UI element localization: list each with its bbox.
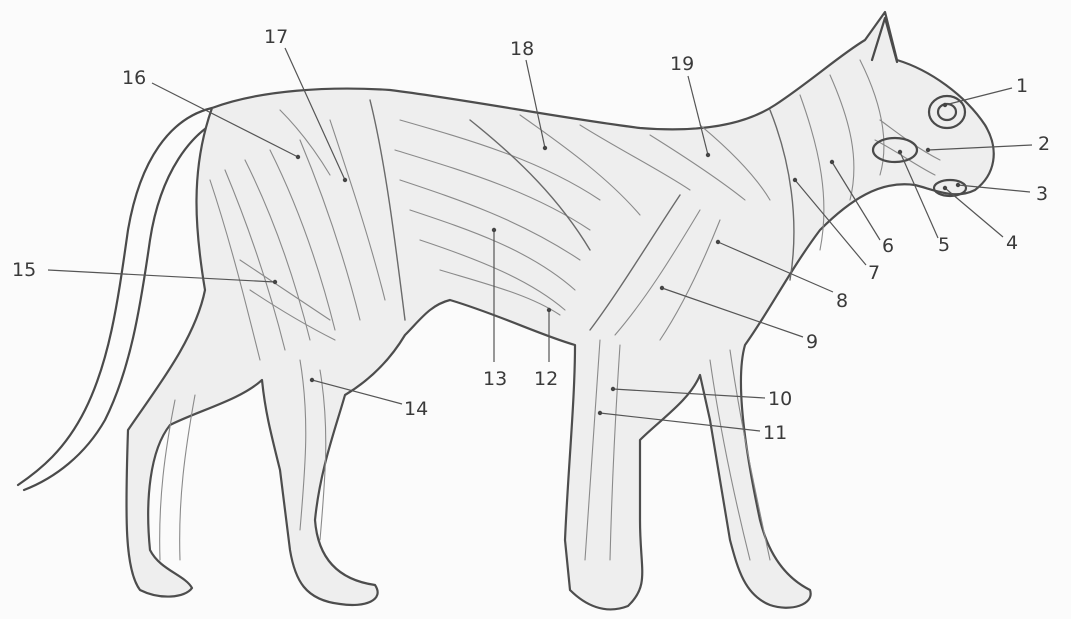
label-13: 13: [483, 368, 507, 390]
label-19: 19: [670, 53, 694, 75]
label-1: 1: [1016, 75, 1028, 97]
label-5: 5: [938, 234, 950, 256]
label-8: 8: [836, 290, 848, 312]
label-2: 2: [1038, 133, 1050, 155]
label-18: 18: [510, 38, 534, 60]
label-12: 12: [534, 368, 558, 390]
tail-outline: [18, 108, 228, 490]
label-7: 7: [868, 262, 880, 284]
label-17: 17: [264, 26, 288, 48]
label-10: 10: [768, 388, 792, 410]
label-9: 9: [806, 331, 818, 353]
label-6: 6: [882, 235, 894, 257]
label-15: 15: [12, 259, 36, 281]
label-16: 16: [122, 67, 146, 89]
label-3: 3: [1036, 183, 1048, 205]
label-11: 11: [763, 422, 787, 444]
label-4: 4: [1006, 232, 1018, 254]
label-14: 14: [404, 398, 428, 420]
body-outline: [126, 12, 993, 609]
